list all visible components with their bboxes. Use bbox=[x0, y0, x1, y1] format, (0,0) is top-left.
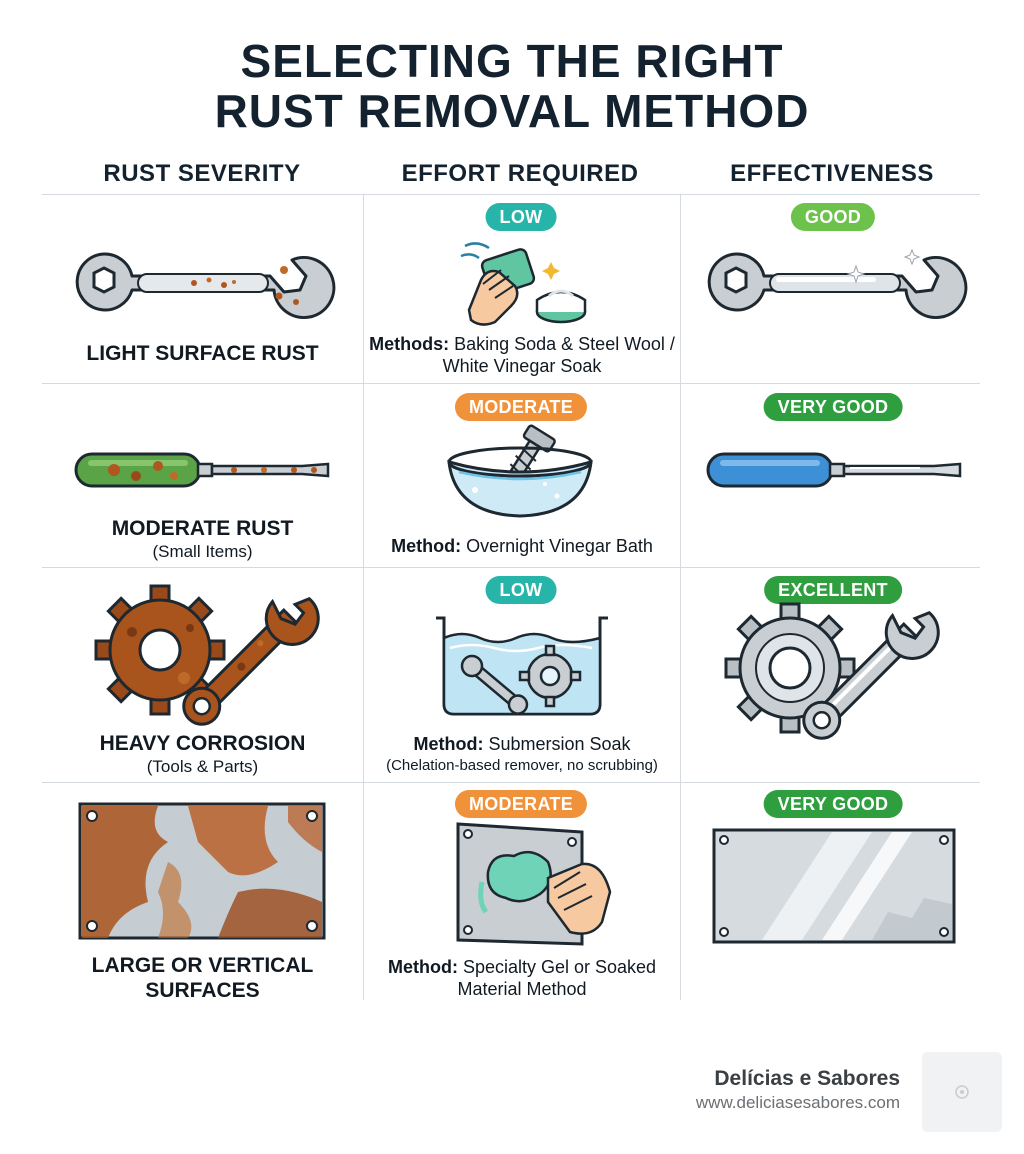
brand-name: Delícias e Sabores bbox=[714, 1067, 900, 1090]
vinegar-bowl-icon bbox=[447, 424, 593, 518]
grid-line bbox=[42, 194, 980, 195]
grid-line bbox=[42, 383, 980, 384]
grid-line bbox=[42, 567, 980, 568]
soak-tank-icon bbox=[436, 616, 608, 716]
severity-title: LARGE OR VERTICAL SURFACES bbox=[91, 954, 314, 1002]
column-header-effort: EFFORT REQUIRED bbox=[401, 160, 639, 187]
severity-label: LIGHT SURFACE RUST bbox=[42, 341, 363, 366]
method-description: Method: Specialty Gel or Soaked Material… bbox=[364, 956, 680, 1000]
method-description: Method: Overnight Vinegar Bath bbox=[364, 535, 680, 557]
severity-title: MODERATE RUST bbox=[111, 517, 294, 540]
severity-subtitle: (Small Items) bbox=[152, 542, 253, 561]
grid-line bbox=[363, 194, 364, 1000]
brand-logo-icon bbox=[922, 1052, 1002, 1132]
title-line-2: RUST REMOVAL METHOD bbox=[214, 85, 810, 137]
severity-label: LARGE OR VERTICAL SURFACES bbox=[42, 953, 363, 1003]
method-label: Method: bbox=[387, 957, 458, 977]
brand-block: Delícias e Sabores www.deliciasesabores.… bbox=[696, 1066, 900, 1114]
method-description: Method: Submersion Soak (Chelation-based… bbox=[364, 733, 680, 777]
method-text: Submersion Soak bbox=[483, 734, 631, 754]
severity-title: HEAVY CORROSION bbox=[99, 732, 306, 755]
rusty-gear-wrench-icon bbox=[94, 584, 320, 726]
method-note: (Chelation-based remover, no scrubbing) bbox=[386, 757, 658, 774]
hand-scrubbing-icon bbox=[460, 242, 587, 326]
clean-panel-icon bbox=[712, 828, 956, 944]
method-text: Baking Soda & Steel Wool / White Vinegar… bbox=[442, 334, 675, 376]
effectiveness-badge: EXCELLENT bbox=[764, 576, 902, 604]
severity-subtitle: (Tools & Parts) bbox=[146, 757, 259, 776]
grid-line bbox=[42, 782, 980, 783]
effort-badge: MODERATE bbox=[454, 790, 588, 818]
effectiveness-badge: VERY GOOD bbox=[763, 393, 903, 421]
page-title: SELECTING THE RIGHT RUST REMOVAL METHOD bbox=[0, 36, 1024, 136]
title-line-1: SELECTING THE RIGHT bbox=[240, 35, 784, 87]
effort-badge: MODERATE bbox=[454, 393, 588, 421]
method-text: Specialty Gel or Soaked Material Method bbox=[457, 957, 657, 999]
method-label: Method: bbox=[413, 734, 484, 754]
rusty-panel-icon bbox=[78, 802, 326, 940]
rusty-screwdriver-icon bbox=[74, 452, 330, 488]
grid-line bbox=[680, 194, 681, 1000]
clean-gear-wrench-icon bbox=[724, 602, 940, 740]
method-label: Methods: bbox=[369, 334, 450, 354]
method-text: Overnight Vinegar Bath bbox=[461, 536, 653, 556]
severity-title: LIGHT SURFACE RUST bbox=[86, 342, 319, 365]
rusty-wrench-icon bbox=[75, 252, 336, 320]
column-header-effectiveness: EFFECTIVENESS bbox=[730, 160, 934, 187]
gel-application-icon bbox=[456, 822, 612, 946]
effectiveness-badge: GOOD bbox=[790, 203, 876, 231]
severity-label: MODERATE RUST (Small Items) bbox=[42, 516, 363, 563]
clean-wrench-icon bbox=[707, 248, 968, 320]
clean-screwdriver-icon bbox=[706, 452, 962, 488]
severity-label: HEAVY CORROSION (Tools & Parts) bbox=[42, 731, 363, 778]
brand-url[interactable]: www.deliciasesabores.com bbox=[695, 1093, 900, 1112]
method-description: Methods: Baking Soda & Steel Wool / Whit… bbox=[364, 333, 680, 377]
effort-badge: LOW bbox=[485, 576, 557, 604]
effort-badge: LOW bbox=[485, 203, 557, 231]
effectiveness-badge: VERY GOOD bbox=[763, 790, 903, 818]
column-header-severity: RUST SEVERITY bbox=[103, 160, 301, 187]
method-label: Method: bbox=[391, 536, 462, 556]
